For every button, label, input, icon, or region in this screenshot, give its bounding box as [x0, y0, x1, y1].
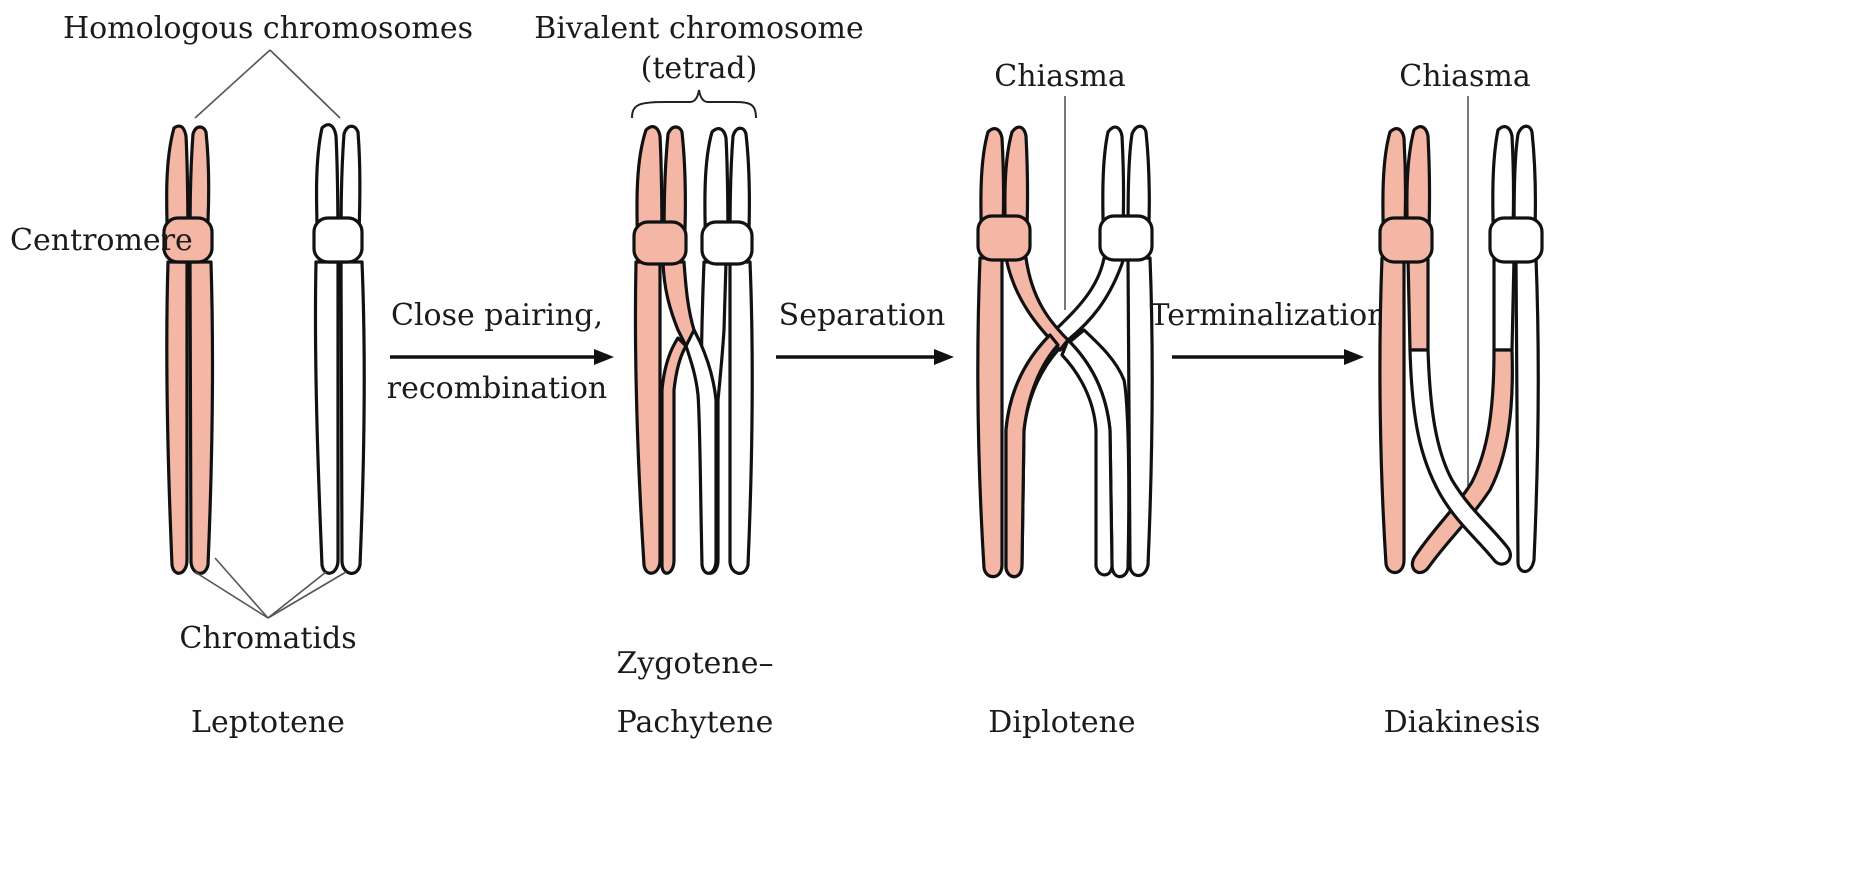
zygotene-label-line2: Pachytene — [617, 705, 774, 740]
white-homolog — [314, 125, 364, 574]
diakinesis-label: Diakinesis — [1384, 705, 1541, 740]
arrow2-label: Separation — [779, 298, 946, 333]
pink-homolog — [164, 126, 212, 573]
arrow3-label: Terminalization — [1150, 298, 1387, 333]
chromatids-pointer-2 — [215, 558, 268, 618]
homologous-pointer-right — [270, 50, 340, 118]
arrow-close-pairing: Close pairing, recombination — [387, 298, 614, 406]
chromatids-pointer-3 — [268, 572, 326, 618]
diplotene-stage: Chiasma Diplotene — [978, 59, 1152, 740]
chromatids-pointer-1 — [195, 572, 268, 618]
diakinesis-stage: Chiasma Diakinesis — [1380, 59, 1542, 740]
chromatids-label: Chromatids — [179, 621, 356, 656]
arrow-separation: Separation — [776, 298, 954, 365]
tetrad-bracket — [632, 90, 756, 118]
centromere-label: Centromere — [10, 223, 193, 258]
homologous-pointer-left — [195, 50, 270, 118]
bivalent-label-line2: (tetrad) — [641, 51, 758, 86]
diplotene-label: Diplotene — [988, 705, 1135, 740]
zygotene-label-line1: Zygotene– — [617, 646, 774, 681]
homologous-chromosomes-label: Homologous chromosomes — [63, 11, 473, 46]
chiasma-label-diakinesis: Chiasma — [1399, 59, 1531, 94]
arrow-terminalization: Terminalization — [1150, 298, 1387, 365]
bivalent-label-line1: Bivalent chromosome — [534, 11, 863, 46]
leptotene-label: Leptotene — [191, 705, 345, 740]
chromatids-pointer-4 — [268, 572, 346, 618]
arrow1-label-line2: recombination — [387, 371, 607, 406]
arrow1-label-line1: Close pairing, — [391, 298, 603, 333]
chiasma-label-diplotene: Chiasma — [994, 59, 1126, 94]
